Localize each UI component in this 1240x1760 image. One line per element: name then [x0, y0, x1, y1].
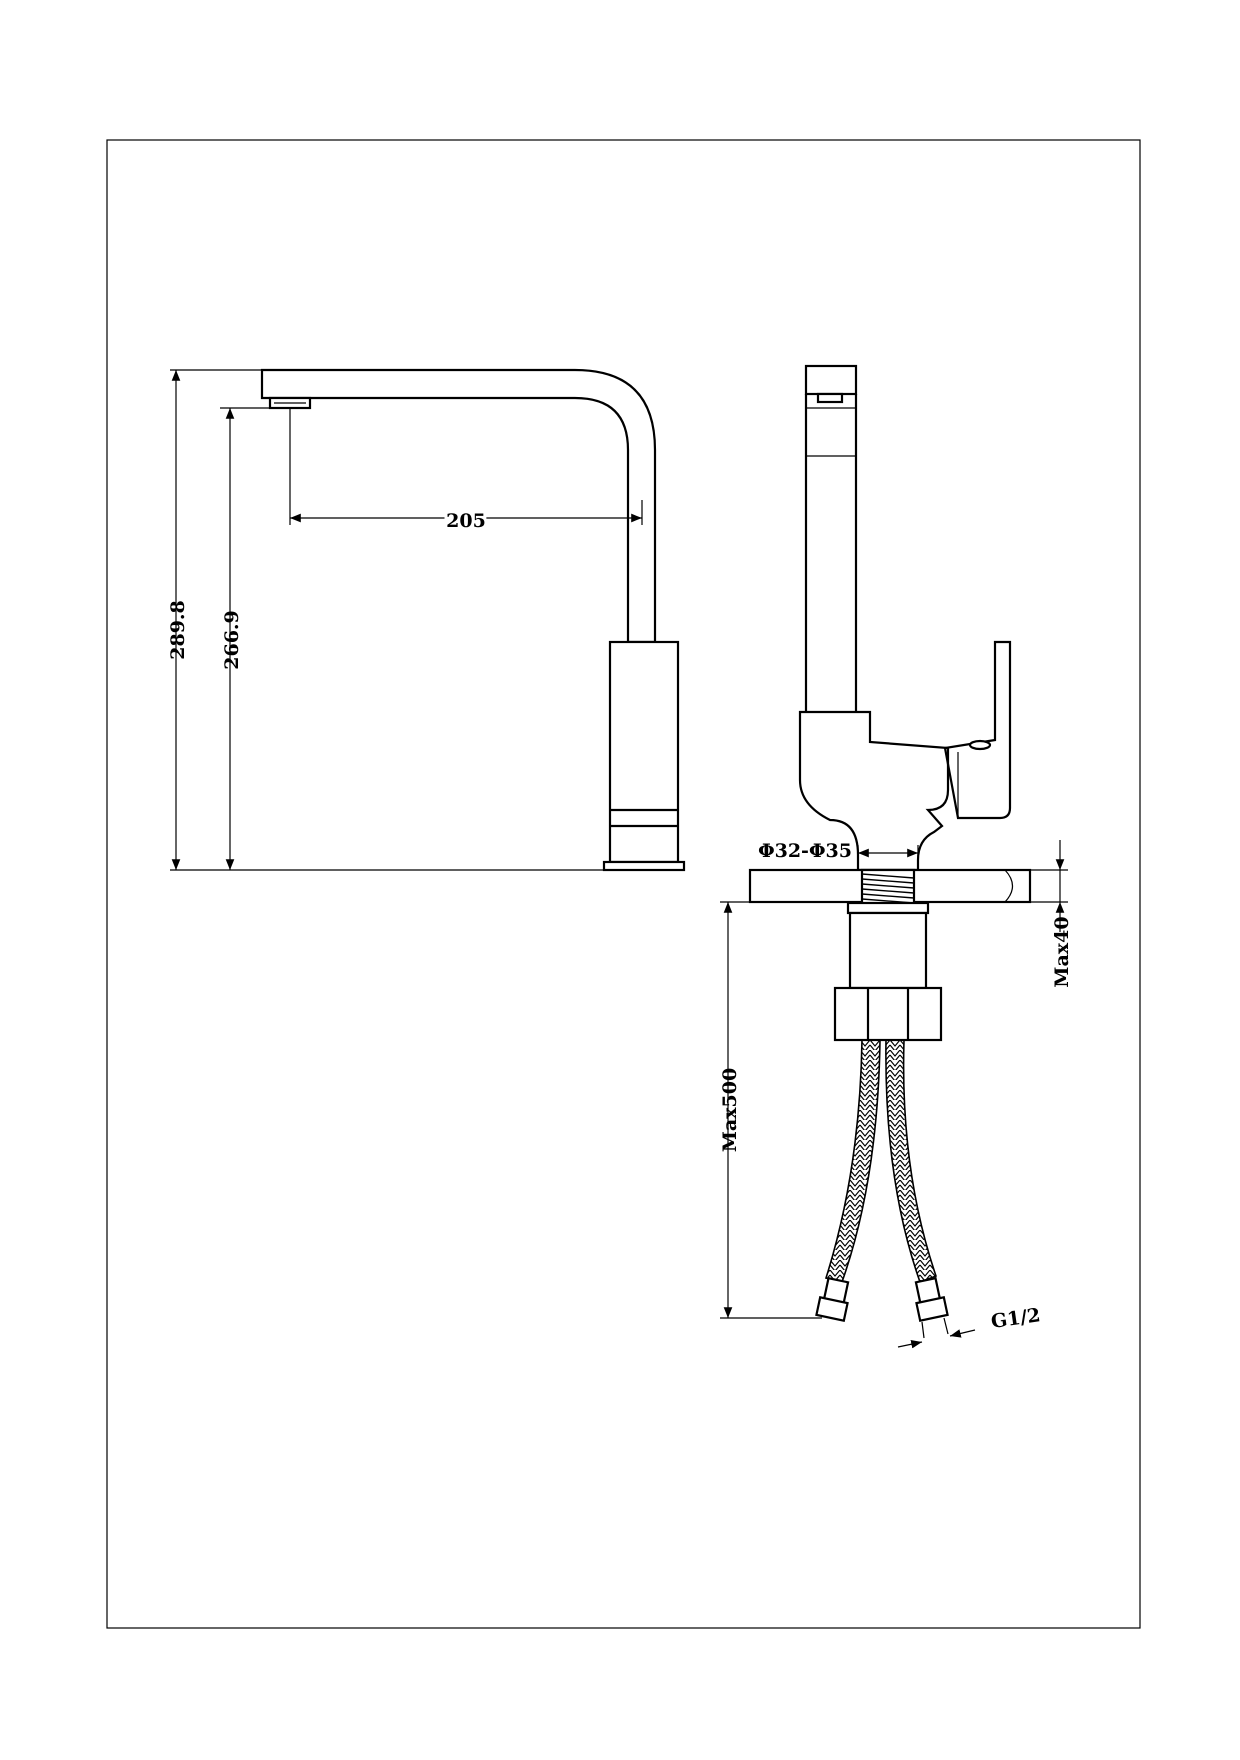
- dim-thread-arrow-left: [897, 1339, 923, 1349]
- front-spout: [260, 368, 657, 644]
- dim-overall-height-label: 289.8: [167, 600, 189, 660]
- side-hose-nut-left: [815, 1295, 849, 1323]
- front-body: [608, 640, 680, 864]
- dim-mount-hole-label: Φ32-Φ35: [758, 840, 852, 862]
- dim-reach-label: 205: [446, 510, 486, 532]
- front-view: 289.8 266.9 205: [167, 368, 686, 872]
- front-base: [602, 860, 686, 872]
- dim-outlet-height-label: 266.9: [221, 610, 243, 670]
- side-hose-left: [824, 1039, 881, 1283]
- side-hose-nut-right: [915, 1295, 949, 1323]
- dim-thread-arrow-right: [949, 1329, 976, 1338]
- page-frame: [106, 139, 1141, 1629]
- side-spout-head: [804, 364, 858, 396]
- side-backnut: [848, 911, 928, 990]
- dim-thread-label: G1/2: [990, 1304, 1042, 1333]
- side-hose-right: [885, 1039, 938, 1284]
- side-lever: [943, 640, 1012, 820]
- side-view: Φ32-Φ35 Ma: [719, 364, 1073, 1349]
- dim-hose-length-label: Max500: [719, 1068, 741, 1152]
- dim-deck-thickness-label: Max40: [1051, 916, 1073, 987]
